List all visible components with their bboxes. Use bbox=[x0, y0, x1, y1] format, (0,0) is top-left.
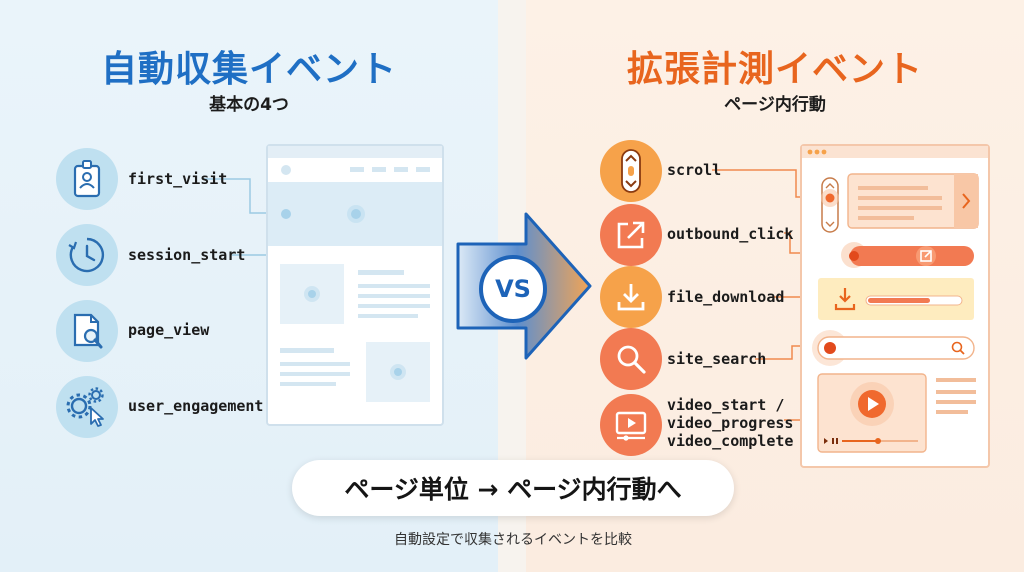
first-visit-badge bbox=[56, 148, 118, 210]
event-user-engagement: user_engagement bbox=[128, 397, 264, 415]
event-outbound-click: outbound_click bbox=[667, 225, 794, 243]
page-mockup-right-drawing bbox=[802, 146, 988, 453]
event-session-start: session_start bbox=[128, 246, 246, 264]
id-badge-icon bbox=[73, 160, 101, 198]
file-download-badge bbox=[600, 266, 662, 328]
summary-banner: ページ単位 → ページ内行動へ bbox=[292, 460, 734, 516]
event-scroll: scroll bbox=[667, 161, 722, 179]
site-search-badge bbox=[600, 328, 662, 390]
scroll-badge bbox=[600, 140, 662, 202]
event-video: video_start / video_progress / video_com… bbox=[667, 396, 812, 450]
vs-badge: VS bbox=[479, 255, 547, 323]
caption: 自動設定で収集されるイベントを比較 bbox=[394, 532, 632, 548]
page-view-badge bbox=[56, 300, 118, 362]
document-search-icon bbox=[73, 313, 103, 349]
page-mockup-left bbox=[266, 144, 444, 426]
download-icon bbox=[617, 284, 645, 311]
enhanced-events-title: 拡張計測イベント bbox=[626, 49, 923, 90]
page-mockup-right bbox=[800, 144, 990, 468]
gears-cursor-icon bbox=[66, 387, 104, 427]
clock-icon bbox=[68, 237, 105, 273]
enhanced-events-subtitle: ページ内行動 bbox=[724, 95, 826, 115]
event-site-search: site_search bbox=[667, 350, 767, 368]
session-start-badge bbox=[56, 224, 118, 286]
event-page-view: page_view bbox=[128, 321, 210, 339]
outbound-click-badge bbox=[600, 204, 662, 266]
auto-events-subtitle: 基本の4つ bbox=[209, 95, 289, 115]
video-icon bbox=[615, 411, 647, 441]
page-mockup-left-drawing bbox=[268, 146, 442, 402]
external-link-icon bbox=[617, 221, 645, 249]
user-engagement-badge bbox=[56, 376, 118, 438]
scroll-icon bbox=[621, 149, 641, 193]
video-badge bbox=[600, 394, 662, 456]
auto-events-title: 自動収集イベント bbox=[100, 49, 397, 90]
event-first-visit: first_visit bbox=[128, 170, 228, 188]
magnifier-icon bbox=[617, 345, 646, 374]
event-file-download: file_download bbox=[667, 288, 785, 306]
